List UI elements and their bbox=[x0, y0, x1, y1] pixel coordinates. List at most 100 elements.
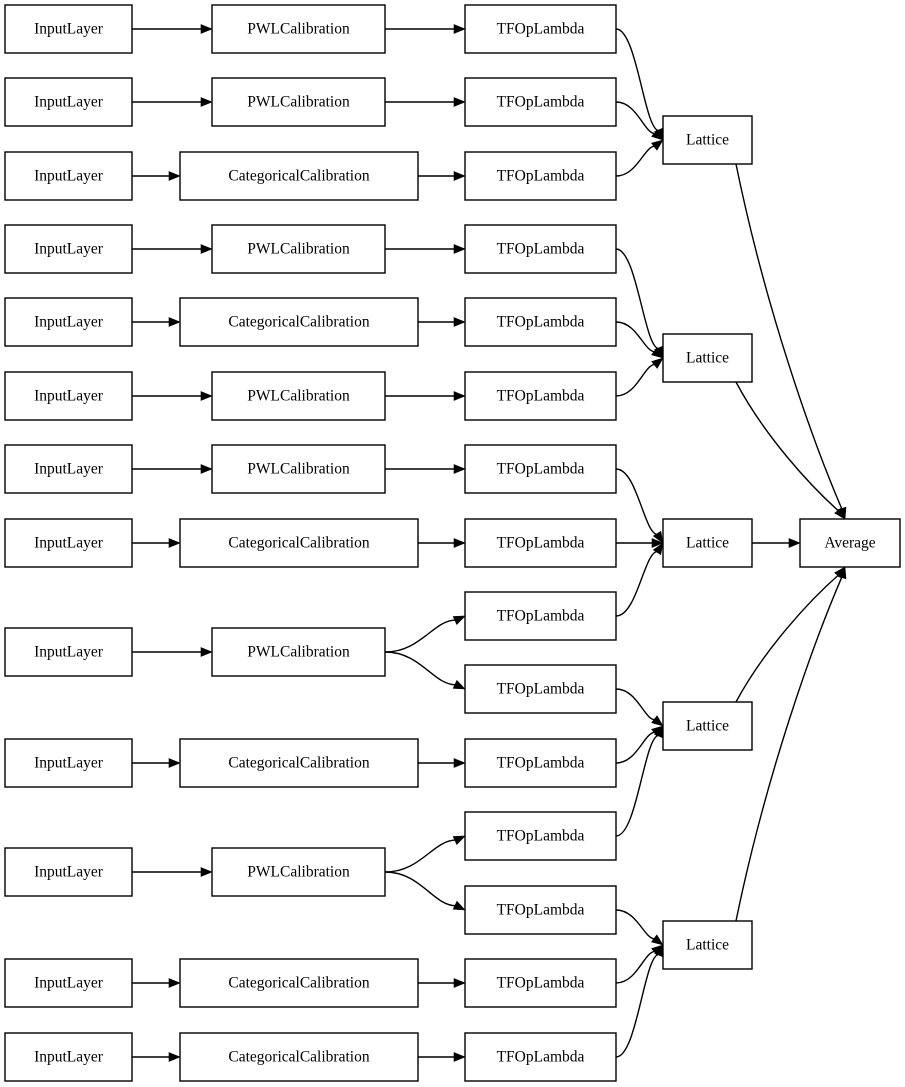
node-tfop-lambda-lam13[interactable]: TFOpLambda bbox=[464, 885, 617, 935]
edge-arrowhead bbox=[453, 317, 466, 327]
node-box[interactable] bbox=[211, 627, 386, 677]
node-box[interactable] bbox=[799, 518, 901, 568]
node-box[interactable] bbox=[464, 297, 617, 347]
node-tfop-lambda-lam15[interactable]: TFOpLambda bbox=[464, 1032, 617, 1082]
node-box[interactable] bbox=[179, 1032, 419, 1082]
node-box[interactable] bbox=[4, 738, 133, 788]
node-tfop-lambda-lam1[interactable]: TFOpLambda bbox=[464, 4, 617, 54]
node-input-layer-in1[interactable]: InputLayer bbox=[4, 4, 133, 54]
node-box[interactable] bbox=[211, 371, 386, 421]
node-box[interactable] bbox=[4, 77, 133, 127]
node-box[interactable] bbox=[211, 224, 386, 274]
node-input-layer-in3[interactable]: InputLayer bbox=[4, 151, 133, 201]
node-categorical-calibration-cal3[interactable]: CategoricalCalibration bbox=[179, 151, 419, 201]
node-box[interactable] bbox=[4, 371, 133, 421]
node-lattice-lat4[interactable]: Lattice bbox=[662, 701, 753, 751]
node-pwlcalibration-cal6[interactable]: PWLCalibration bbox=[211, 371, 386, 421]
node-box[interactable] bbox=[179, 958, 419, 1008]
node-tfop-lambda-lam11[interactable]: TFOpLambda bbox=[464, 738, 617, 788]
node-input-layer-in13[interactable]: InputLayer bbox=[4, 1032, 133, 1082]
node-box[interactable] bbox=[4, 627, 133, 677]
node-input-layer-in11[interactable]: InputLayer bbox=[4, 847, 133, 897]
node-box[interactable] bbox=[464, 518, 617, 568]
node-tfop-lambda-lam8[interactable]: TFOpLambda bbox=[464, 518, 617, 568]
node-box[interactable] bbox=[4, 847, 133, 897]
node-box[interactable] bbox=[211, 77, 386, 127]
node-box[interactable] bbox=[179, 151, 419, 201]
node-box[interactable] bbox=[4, 444, 133, 494]
node-box[interactable] bbox=[211, 4, 386, 54]
node-input-layer-in10[interactable]: InputLayer bbox=[4, 738, 133, 788]
node-lattice-lat5[interactable]: Lattice bbox=[662, 920, 753, 970]
node-box[interactable] bbox=[211, 847, 386, 897]
node-pwlcalibration-cal4[interactable]: PWLCalibration bbox=[211, 224, 386, 274]
node-average-avg[interactable]: Average bbox=[799, 518, 901, 568]
node-tfop-lambda-lam7[interactable]: TFOpLambda bbox=[464, 444, 617, 494]
node-categorical-calibration-cal10[interactable]: CategoricalCalibration bbox=[179, 738, 419, 788]
node-input-layer-in4[interactable]: InputLayer bbox=[4, 224, 133, 274]
node-box[interactable] bbox=[4, 224, 133, 274]
node-box[interactable] bbox=[464, 958, 617, 1008]
node-box[interactable] bbox=[464, 77, 617, 127]
node-categorical-calibration-cal5[interactable]: CategoricalCalibration bbox=[179, 297, 419, 347]
node-label: Lattice bbox=[686, 535, 729, 552]
node-box[interactable] bbox=[464, 371, 617, 421]
node-tfop-lambda-lam14[interactable]: TFOpLambda bbox=[464, 958, 617, 1008]
node-tfop-lambda-lam5[interactable]: TFOpLambda bbox=[464, 297, 617, 347]
node-box[interactable] bbox=[464, 4, 617, 54]
node-input-layer-in9[interactable]: InputLayer bbox=[4, 627, 133, 677]
node-categorical-calibration-cal13[interactable]: CategoricalCalibration bbox=[179, 1032, 419, 1082]
node-box[interactable] bbox=[662, 333, 753, 383]
node-box[interactable] bbox=[464, 444, 617, 494]
node-tfop-lambda-lam10[interactable]: TFOpLambda bbox=[464, 664, 617, 714]
node-box[interactable] bbox=[662, 701, 753, 751]
node-input-layer-in12[interactable]: InputLayer bbox=[4, 958, 133, 1008]
node-pwlcalibration-cal1[interactable]: PWLCalibration bbox=[211, 4, 386, 54]
node-lattice-lat2[interactable]: Lattice bbox=[662, 333, 753, 383]
node-box[interactable] bbox=[179, 297, 419, 347]
node-lattice-lat3[interactable]: Lattice bbox=[662, 518, 753, 568]
node-input-layer-in2[interactable]: InputLayer bbox=[4, 77, 133, 127]
node-box[interactable] bbox=[4, 297, 133, 347]
node-input-layer-in7[interactable]: InputLayer bbox=[4, 444, 133, 494]
node-box[interactable] bbox=[464, 1032, 617, 1082]
node-pwlcalibration-cal9[interactable]: PWLCalibration bbox=[211, 627, 386, 677]
node-pwlcalibration-cal11[interactable]: PWLCalibration bbox=[211, 847, 386, 897]
node-box[interactable] bbox=[464, 811, 617, 861]
node-label: PWLCalibration bbox=[247, 461, 350, 478]
edge-arrowhead bbox=[837, 566, 847, 580]
node-tfop-lambda-lam4[interactable]: TFOpLambda bbox=[464, 224, 617, 274]
edge-arrowhead bbox=[453, 978, 466, 988]
node-categorical-calibration-cal12[interactable]: CategoricalCalibration bbox=[179, 958, 419, 1008]
node-tfop-lambda-lam9[interactable]: TFOpLambda bbox=[464, 591, 617, 641]
node-tfop-lambda-lam12[interactable]: TFOpLambda bbox=[464, 811, 617, 861]
node-box[interactable] bbox=[211, 444, 386, 494]
node-box[interactable] bbox=[464, 664, 617, 714]
node-input-layer-in5[interactable]: InputLayer bbox=[4, 297, 133, 347]
node-box[interactable] bbox=[4, 518, 133, 568]
node-box[interactable] bbox=[179, 738, 419, 788]
node-input-layer-in8[interactable]: InputLayer bbox=[4, 518, 133, 568]
node-box[interactable] bbox=[464, 885, 617, 935]
edge-line bbox=[615, 731, 656, 764]
node-box[interactable] bbox=[4, 1032, 133, 1082]
node-box[interactable] bbox=[662, 518, 753, 568]
node-box[interactable] bbox=[662, 920, 753, 970]
node-box[interactable] bbox=[179, 518, 419, 568]
node-tfop-lambda-lam2[interactable]: TFOpLambda bbox=[464, 77, 617, 127]
node-tfop-lambda-lam6[interactable]: TFOpLambda bbox=[464, 371, 617, 421]
node-box[interactable] bbox=[464, 224, 617, 274]
node-box[interactable] bbox=[4, 958, 133, 1008]
node-pwlcalibration-cal7[interactable]: PWLCalibration bbox=[211, 444, 386, 494]
node-input-layer-in6[interactable]: InputLayer bbox=[4, 371, 133, 421]
node-categorical-calibration-cal8[interactable]: CategoricalCalibration bbox=[179, 518, 419, 568]
node-box[interactable] bbox=[464, 738, 617, 788]
node-pwlcalibration-cal2[interactable]: PWLCalibration bbox=[211, 77, 386, 127]
node-box[interactable] bbox=[464, 591, 617, 641]
node-tfop-lambda-lam3[interactable]: TFOpLambda bbox=[464, 151, 617, 201]
node-lattice-lat1[interactable]: Lattice bbox=[662, 115, 753, 165]
node-box[interactable] bbox=[4, 151, 133, 201]
node-box[interactable] bbox=[4, 4, 133, 54]
node-box[interactable] bbox=[464, 151, 617, 201]
node-box[interactable] bbox=[662, 115, 753, 165]
